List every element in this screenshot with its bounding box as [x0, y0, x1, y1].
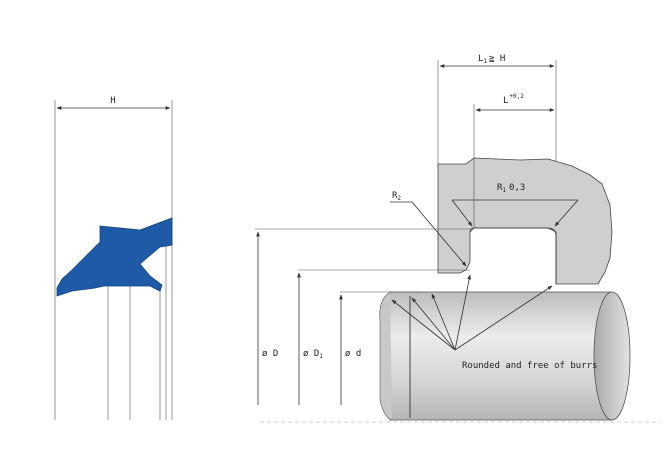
r2-leader [390, 201, 467, 267]
note-text: Rounded and free of burrs [462, 361, 597, 371]
seal-cross-section [56, 217, 173, 297]
r2-label: R2 [392, 191, 401, 202]
rod-chamfer [379, 291, 393, 421]
l-dimension-label: L+0,2 [503, 93, 524, 106]
h-dimension-label: H [110, 96, 115, 106]
groove-space [474, 231, 554, 284]
l1-dimension-label: L1≧ H [478, 54, 505, 65]
rod-end-cap [593, 291, 631, 421]
housing-body [437, 157, 613, 285]
dia-D1-label: ø D1 [303, 349, 323, 360]
dia-d-label: ø d [345, 349, 361, 359]
dia-D-label: ø D [262, 349, 278, 359]
groove-outline [469, 227, 557, 284]
seal-profile-group: H [54, 96, 173, 420]
note-leaders [391, 274, 553, 351]
r1-leader-left [451, 199, 473, 227]
rod-body [385, 291, 627, 421]
r1-leader-right [554, 199, 579, 227]
